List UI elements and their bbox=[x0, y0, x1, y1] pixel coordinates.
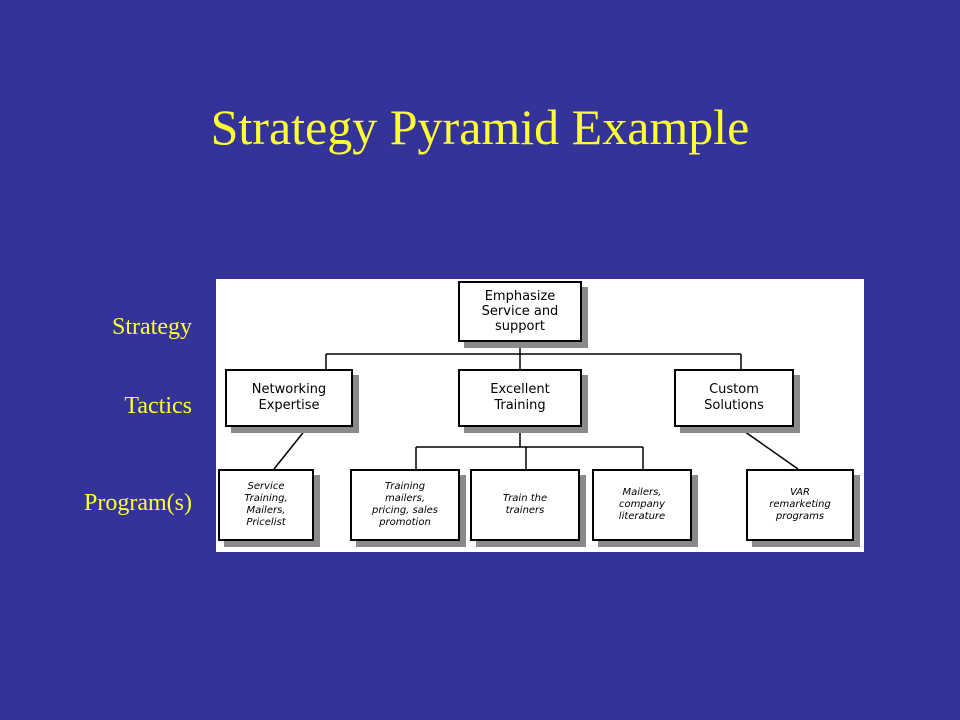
strategy-box: Emphasize Service and support bbox=[458, 281, 582, 342]
box-text-line: Mailers, bbox=[622, 487, 662, 498]
box-text-line: Service and bbox=[481, 304, 559, 319]
box-text-line: Training bbox=[384, 481, 426, 492]
strategy-pyramid-diagram: Emphasize Service and support Networking… bbox=[216, 279, 864, 552]
program-box-mailers-literature: Mailers, company literature bbox=[592, 469, 692, 541]
box-text-line: Excellent bbox=[490, 382, 550, 397]
box-text-line: literature bbox=[618, 511, 666, 522]
program-box-service-training: Service Training, Mailers, Pricelist bbox=[218, 469, 314, 541]
box-text-line: trainers bbox=[505, 505, 545, 516]
box-text-line: Expertise bbox=[258, 398, 320, 413]
program-box-training-mailers: Training mailers, pricing, sales promoti… bbox=[350, 469, 460, 541]
level-label-strategy: Strategy bbox=[112, 314, 192, 340]
connector-line bbox=[740, 428, 799, 470]
box-text-line: support bbox=[495, 319, 545, 334]
box-text-line: Solutions bbox=[704, 398, 764, 413]
connector-lines bbox=[273, 342, 799, 470]
box-text-line: promotion bbox=[379, 517, 431, 528]
connector-line bbox=[273, 428, 307, 470]
slide-title: Strategy Pyramid Example bbox=[210, 99, 750, 155]
box-text-line: Custom bbox=[709, 382, 759, 397]
tactic-box-networking: Networking Expertise bbox=[225, 369, 353, 427]
box-text-line: programs bbox=[775, 511, 825, 522]
box-text-line: Training bbox=[494, 398, 546, 413]
box-text-line: Networking bbox=[251, 382, 327, 397]
level-label-programs: Program(s) bbox=[84, 490, 192, 516]
box-text-line: Train the bbox=[502, 493, 548, 504]
box-text-line: Emphasize bbox=[484, 289, 556, 304]
box-text-line: VAR bbox=[790, 487, 810, 498]
tactic-box-custom: Custom Solutions bbox=[674, 369, 794, 427]
program-box-train-trainers: Train the trainers bbox=[470, 469, 580, 541]
tactic-box-training: Excellent Training bbox=[458, 369, 582, 427]
box-text-line: mailers, bbox=[384, 493, 426, 504]
program-box-var-programs: VAR remarketing programs bbox=[746, 469, 854, 541]
box-text-line: Training, bbox=[244, 493, 288, 504]
box-text-line: Pricelist bbox=[246, 517, 286, 528]
box-text-line: Mailers, bbox=[246, 505, 286, 516]
box-text-line: Service bbox=[247, 481, 285, 492]
box-text-line: company bbox=[618, 499, 666, 510]
box-text-line: pricing, sales bbox=[371, 505, 439, 516]
level-label-tactics: Tactics bbox=[124, 393, 192, 419]
box-text-line: remarketing bbox=[769, 499, 831, 510]
